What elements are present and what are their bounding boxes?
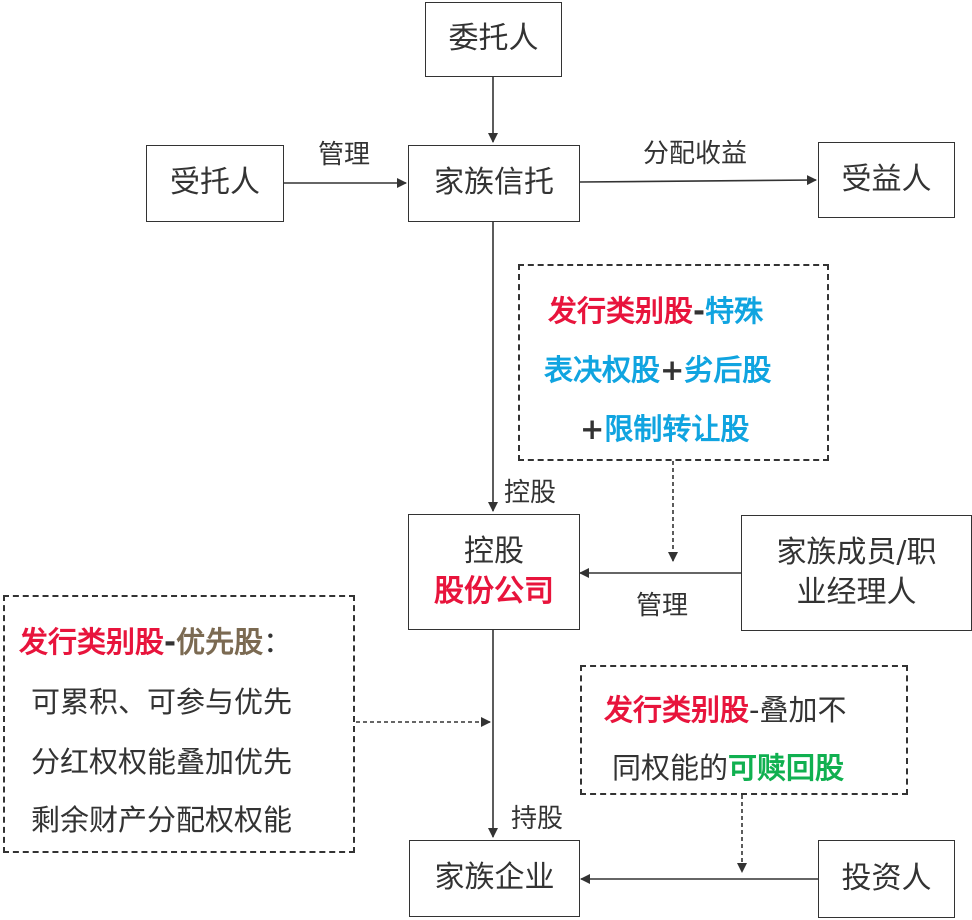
note-trust-line3: +限制转让股 bbox=[580, 412, 750, 446]
beneficiary-label: 受益人 bbox=[841, 161, 932, 197]
members-line1: 家族成员/职 bbox=[776, 534, 937, 570]
note-redeemable-line1: 发行类别股-叠加不 bbox=[604, 693, 847, 727]
edge-label-distribute-income: 分配收益 bbox=[643, 139, 748, 169]
settlor-label: 委托人 bbox=[448, 21, 539, 57]
family-business-box: 家族企业 bbox=[409, 840, 580, 917]
note-preferred-line4: 剩余财产分配权权能 bbox=[31, 803, 293, 837]
edge-label-manage-company: 管理 bbox=[636, 591, 689, 621]
trustee-label: 受托人 bbox=[170, 165, 260, 201]
note-trust-line2: 表决权股+劣后股 bbox=[544, 353, 772, 387]
family-trust-box: 家族信托 bbox=[408, 145, 580, 222]
edge-label-hold-stake: 持股 bbox=[511, 804, 564, 834]
holding-company-box: 控股 股份公司 bbox=[408, 514, 580, 630]
note-preferred-line1: 发行类别股-优先股： bbox=[19, 625, 293, 659]
note-preferred-line2: 可累积、可参与优先 bbox=[31, 685, 293, 719]
note-trust-class-shares: 发行类别股-特殊 表决权股+劣后股 +限制转让股 bbox=[518, 264, 829, 461]
note-preferred-shares: 发行类别股-优先股： 可累积、可参与优先 分红权权能叠加优先 剩余财产分配权权能 bbox=[3, 595, 355, 853]
settlor-box: 委托人 bbox=[425, 2, 562, 77]
beneficiary-box: 受益人 bbox=[818, 142, 955, 218]
edge-label-manage-trust: 管理 bbox=[318, 140, 371, 170]
members-line2: 业经理人 bbox=[796, 575, 917, 610]
note-trust-line1: 发行类别股-特殊 bbox=[548, 294, 764, 328]
note-redeemable-shares: 发行类别股-叠加不 同权能的可赎回股 bbox=[580, 665, 908, 795]
edge-label-control-stake: 控股 bbox=[504, 478, 557, 508]
investor-label: 投资人 bbox=[841, 860, 932, 896]
holding-line2: 股份公司 bbox=[434, 574, 554, 609]
note-preferred-line3: 分红权权能叠加优先 bbox=[31, 745, 293, 779]
arrow-trust-to-beneficiary bbox=[579, 175, 817, 186]
note-redeemable-line2: 同权能的可赎回股 bbox=[612, 751, 845, 785]
trustee-box: 受托人 bbox=[146, 145, 284, 222]
family-members-box: 家族成员/职 业经理人 bbox=[741, 515, 972, 631]
family-business-label: 家族企业 bbox=[434, 860, 555, 896]
family-trust-label: 家族信托 bbox=[434, 165, 554, 201]
investor-box: 投资人 bbox=[818, 840, 955, 918]
holding-line1: 控股 bbox=[464, 533, 524, 569]
